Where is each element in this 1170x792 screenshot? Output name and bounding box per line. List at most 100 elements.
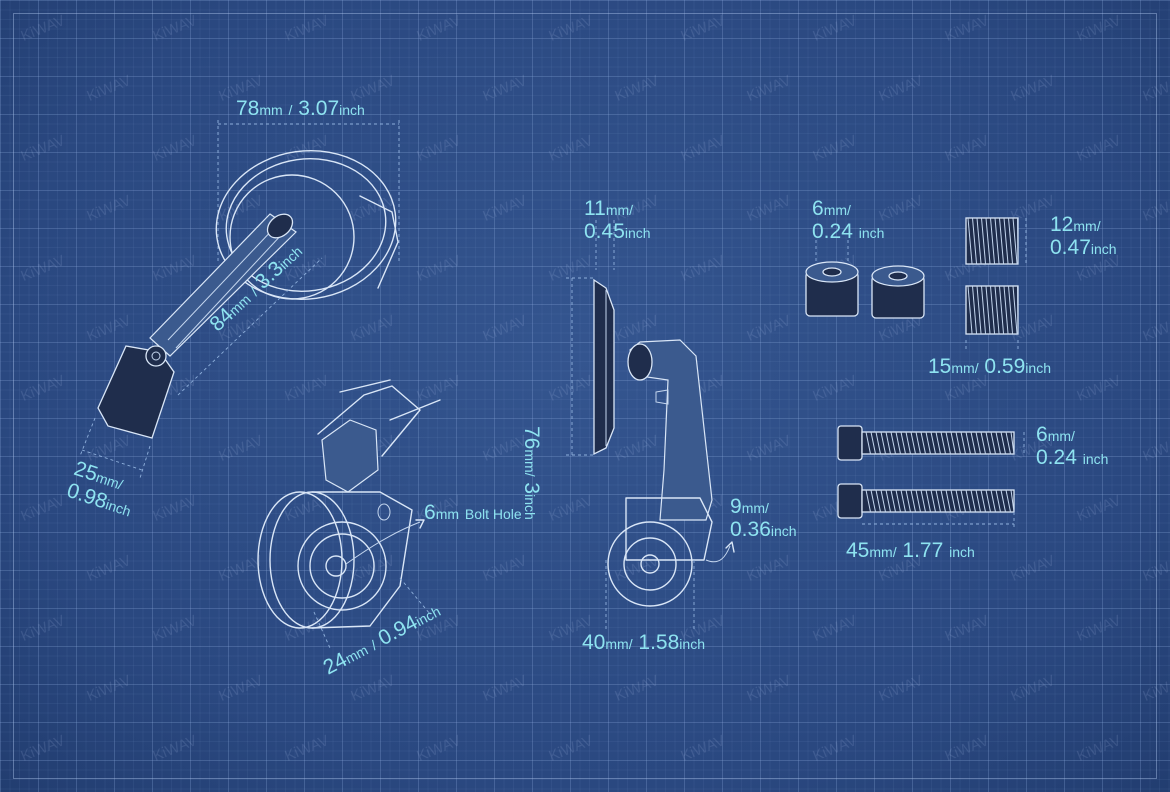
spring-coil	[972, 217, 978, 265]
bolt-thread	[960, 489, 966, 513]
bolt-thread	[1005, 431, 1011, 455]
spring-coil	[994, 285, 1000, 335]
label-spacer-height: 6mm/ 0.24 inch	[812, 197, 885, 243]
spring-short	[965, 217, 1027, 265]
bolt-thread	[870, 431, 876, 455]
label-spring-length-a: 12mm/ 0.47inch	[1050, 213, 1117, 259]
bolt-thread	[885, 431, 891, 455]
bolt-thread	[985, 431, 991, 455]
bolt-thread	[900, 489, 906, 513]
bolt-thread	[975, 431, 981, 455]
spring-coil	[990, 217, 996, 265]
spring-coil	[994, 217, 1000, 265]
bolt-thread	[890, 489, 896, 513]
bolt-thread	[975, 489, 981, 513]
mirror-top-view	[79, 120, 400, 479]
bolt-thread	[995, 489, 1001, 513]
label-mirror-height: 76mm/ 3inch	[520, 426, 543, 520]
spring-coil	[999, 217, 1005, 265]
spring-coil	[990, 285, 996, 335]
spring-coil	[967, 285, 973, 335]
bolt-thread	[1000, 489, 1006, 513]
bolt-thread	[935, 489, 941, 513]
bolt-thread	[955, 489, 961, 513]
bolt-thread	[1010, 489, 1015, 513]
blueprint-frame	[13, 13, 1157, 779]
bolt-thread	[890, 431, 896, 455]
spring-coil	[981, 285, 987, 335]
bolt-thread	[950, 489, 956, 513]
bolt-thread	[925, 431, 931, 455]
bolt-thread	[980, 489, 986, 513]
bolt-thread	[930, 489, 936, 513]
bolt-thread	[990, 431, 996, 455]
bolt-thread	[945, 489, 951, 513]
bolt-thread	[895, 431, 901, 455]
bolt-thread	[960, 431, 966, 455]
bolt-thread	[910, 431, 916, 455]
bolt-thread	[885, 489, 891, 513]
bolt-thread	[980, 431, 986, 455]
mirror-side-view	[566, 220, 735, 632]
bolt-thread	[940, 489, 946, 513]
spring-coil	[1008, 217, 1014, 265]
bolt-thread	[1005, 489, 1011, 513]
label-base-offset: 9mm/ 0.36inch	[730, 495, 797, 541]
spring-coil	[1017, 217, 1019, 265]
bolt-thread	[970, 431, 976, 455]
bolt-thread	[955, 431, 961, 455]
label-spring-length-b: 15mm/ 0.59inch	[928, 355, 1051, 378]
spring-coil	[976, 285, 982, 335]
bolt-thread	[875, 489, 881, 513]
bolt-thread	[905, 489, 911, 513]
bolt-thread	[910, 489, 916, 513]
bolt-thread	[880, 489, 886, 513]
spring-coil	[1017, 285, 1019, 335]
bolt-thread	[920, 489, 926, 513]
bolt-thread	[895, 489, 901, 513]
bolt-thread	[875, 431, 881, 455]
bolt-thread	[925, 489, 931, 513]
label-mirror-width: 78mm / 3.07inch	[236, 97, 365, 120]
bolt-lower	[837, 483, 1015, 530]
bolt-thread	[945, 431, 951, 455]
spring-coil	[1008, 285, 1014, 335]
spacer-a	[805, 240, 859, 317]
bolt-thread	[905, 431, 911, 455]
bolt-thread	[915, 489, 921, 513]
label-bolt-diameter: 6mm/ 0.24 inch	[1036, 423, 1109, 469]
bolt-thread	[1010, 431, 1015, 455]
bolt-thread	[965, 431, 971, 455]
bolt-thread	[995, 431, 1001, 455]
spring-coil	[1012, 217, 1018, 265]
spring-coil	[967, 217, 973, 265]
label-base-diameter: 40mm/ 1.58inch	[582, 631, 705, 654]
bolt-thread	[915, 431, 921, 455]
bolt-thread	[940, 431, 946, 455]
spring-coil	[1012, 285, 1018, 335]
bolt-thread	[900, 431, 906, 455]
bolt-thread	[865, 489, 871, 513]
label-bolt-length: 45mm/ 1.77 inch	[846, 539, 975, 562]
spring-coil	[999, 285, 1005, 335]
spring-coil	[976, 217, 982, 265]
bolt-thread	[990, 489, 996, 513]
bolt-thread	[970, 489, 976, 513]
mount-closeup-view	[257, 379, 441, 649]
bolt-thread	[1000, 431, 1006, 455]
parts-kit	[805, 217, 1027, 530]
spring-coil	[1003, 217, 1009, 265]
bolt-thread	[965, 489, 971, 513]
bolt-thread	[920, 431, 926, 455]
spring-coil	[985, 217, 991, 265]
bolt-thread	[870, 489, 876, 513]
bolt-thread	[930, 431, 936, 455]
bolt-thread	[950, 431, 956, 455]
bolt-thread	[865, 431, 871, 455]
spring-coil	[1003, 285, 1009, 335]
label-mirror-thickness: 11mm/ 0.45inch	[584, 197, 651, 243]
bolt-upper	[837, 425, 1025, 461]
spacer-b	[871, 265, 925, 319]
